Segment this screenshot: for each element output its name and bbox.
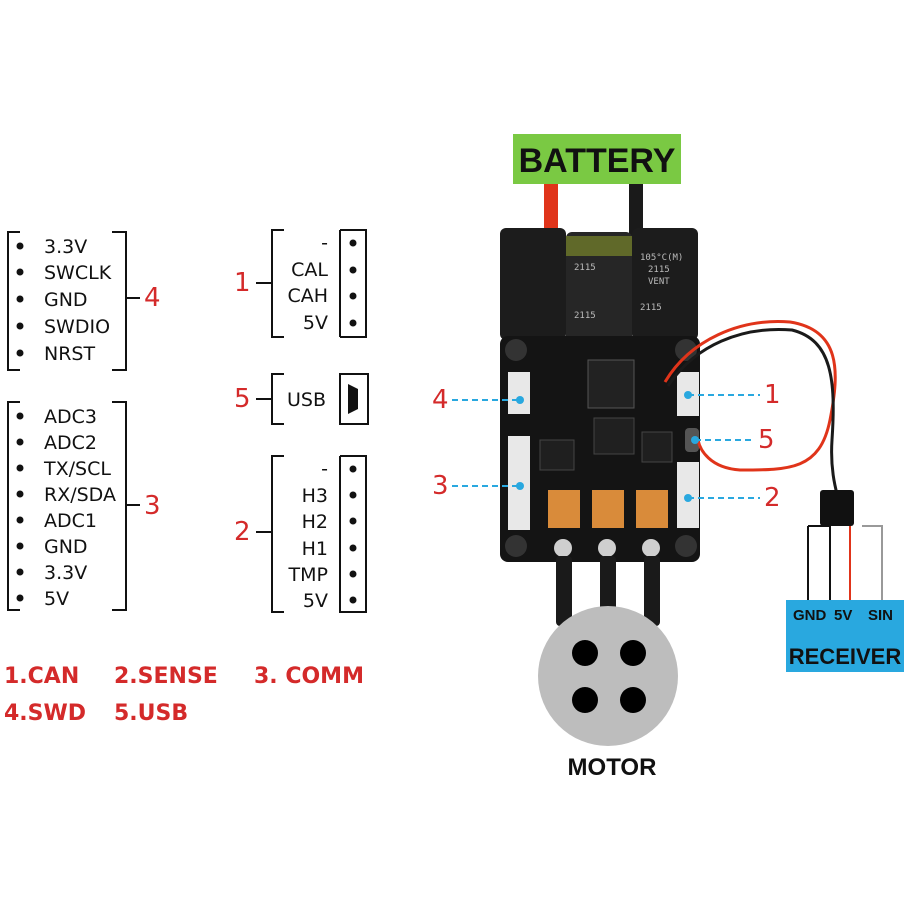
svg-text:2115: 2115 <box>648 265 670 275</box>
comm-pin-label: ADC1 <box>44 510 97 532</box>
comm-number: 3 <box>144 491 161 521</box>
usb-label: USB <box>287 389 326 411</box>
board-callouts: 4 3 1 5 2 <box>432 380 781 513</box>
legend-item: 3. COMM <box>254 664 364 689</box>
receiver-cable <box>663 320 883 604</box>
swd-pin-label: GND <box>44 289 88 311</box>
sense-pin-label: H1 <box>302 538 328 560</box>
swd-pin-label: SWCLK <box>44 262 112 284</box>
receiver-pin-label: 5V <box>834 607 852 624</box>
swd-number: 4 <box>144 283 161 313</box>
mcu-chip <box>587 359 635 409</box>
callout-number: 3 <box>432 471 449 501</box>
receiver-plug <box>820 490 854 526</box>
usb-number: 5 <box>234 384 251 414</box>
legend: 1.CAN 2.SENSE 3. COMM 4.SWD 5.USB <box>4 664 364 726</box>
capacitors: 105°C(M) 2115 VENT 2115 2115 2115 <box>500 228 698 342</box>
motor <box>538 606 678 746</box>
can-pin-label: CAL <box>291 259 328 281</box>
can-connector: 1 - CAL CAH 5V <box>234 229 367 338</box>
comm-connector: ADC3 ADC2 TX/SCL RX/SDA ADC1 GND 3.3V 5V… <box>7 401 161 611</box>
can-number: 1 <box>234 268 251 298</box>
swd-pin-label: NRST <box>44 343 95 365</box>
can-pin-label: 5V <box>303 312 328 334</box>
sense-pin-label: - <box>321 458 328 480</box>
callout-number: 1 <box>764 380 781 410</box>
receiver-title: RECEIVER <box>789 644 902 669</box>
swd-pin-label: 3.3V <box>44 236 87 258</box>
comm-pin-label: TX/SCL <box>43 458 111 480</box>
receiver-box: GND 5V SIN RECEIVER <box>786 600 904 672</box>
sense-connector: 2 - H3 H2 H1 TMP 5V <box>234 455 367 613</box>
esc-board <box>500 336 700 562</box>
callout-number: 4 <box>432 385 449 415</box>
comm-pin-label: GND <box>44 536 88 558</box>
battery-label-box: BATTERY <box>513 134 681 184</box>
can-pin-label: CAH <box>287 285 328 307</box>
battery-label: BATTERY <box>519 142 676 180</box>
svg-text:2115: 2115 <box>574 263 596 273</box>
svg-text:105°C(M): 105°C(M) <box>640 253 683 263</box>
callout-number: 5 <box>758 425 775 455</box>
usb-port-icon <box>348 384 358 414</box>
legend-item: 2.SENSE <box>114 664 218 689</box>
receiver-pin-label: SIN <box>868 607 893 624</box>
motor-label: MOTOR <box>568 754 657 781</box>
svg-text:VENT: VENT <box>648 277 670 287</box>
comm-pin-label: RX/SDA <box>44 484 116 506</box>
sense-pin-label: TMP <box>288 564 328 586</box>
callout-number: 2 <box>764 483 781 513</box>
comm-pin-label: ADC3 <box>44 406 97 428</box>
comm-pin-dots <box>16 412 24 602</box>
board-port-comm <box>508 372 530 414</box>
svg-text:2115: 2115 <box>640 303 662 313</box>
legend-item: 4.SWD <box>4 701 86 726</box>
sense-number: 2 <box>234 517 251 547</box>
comm-pin-label: ADC2 <box>44 432 97 454</box>
comm-pin-label: 3.3V <box>44 562 87 584</box>
sense-pin-label: 5V <box>303 590 328 612</box>
swd-pin-dots <box>16 242 24 357</box>
usb-connector: 5 USB <box>234 373 369 425</box>
receiver-pin-label: GND <box>793 607 827 624</box>
sense-pin-label: H2 <box>302 511 328 533</box>
swd-connector: 3.3V SWCLK GND SWDIO NRST 4 <box>7 231 161 371</box>
svg-text:2115: 2115 <box>574 311 596 321</box>
comm-pin-label: 5V <box>44 588 69 610</box>
sense-pin-label: H3 <box>302 485 328 507</box>
legend-item: 1.CAN <box>4 664 79 689</box>
swd-pin-label: SWDIO <box>44 316 110 338</box>
can-pin-label: - <box>321 232 328 254</box>
legend-item: 5.USB <box>114 701 188 726</box>
